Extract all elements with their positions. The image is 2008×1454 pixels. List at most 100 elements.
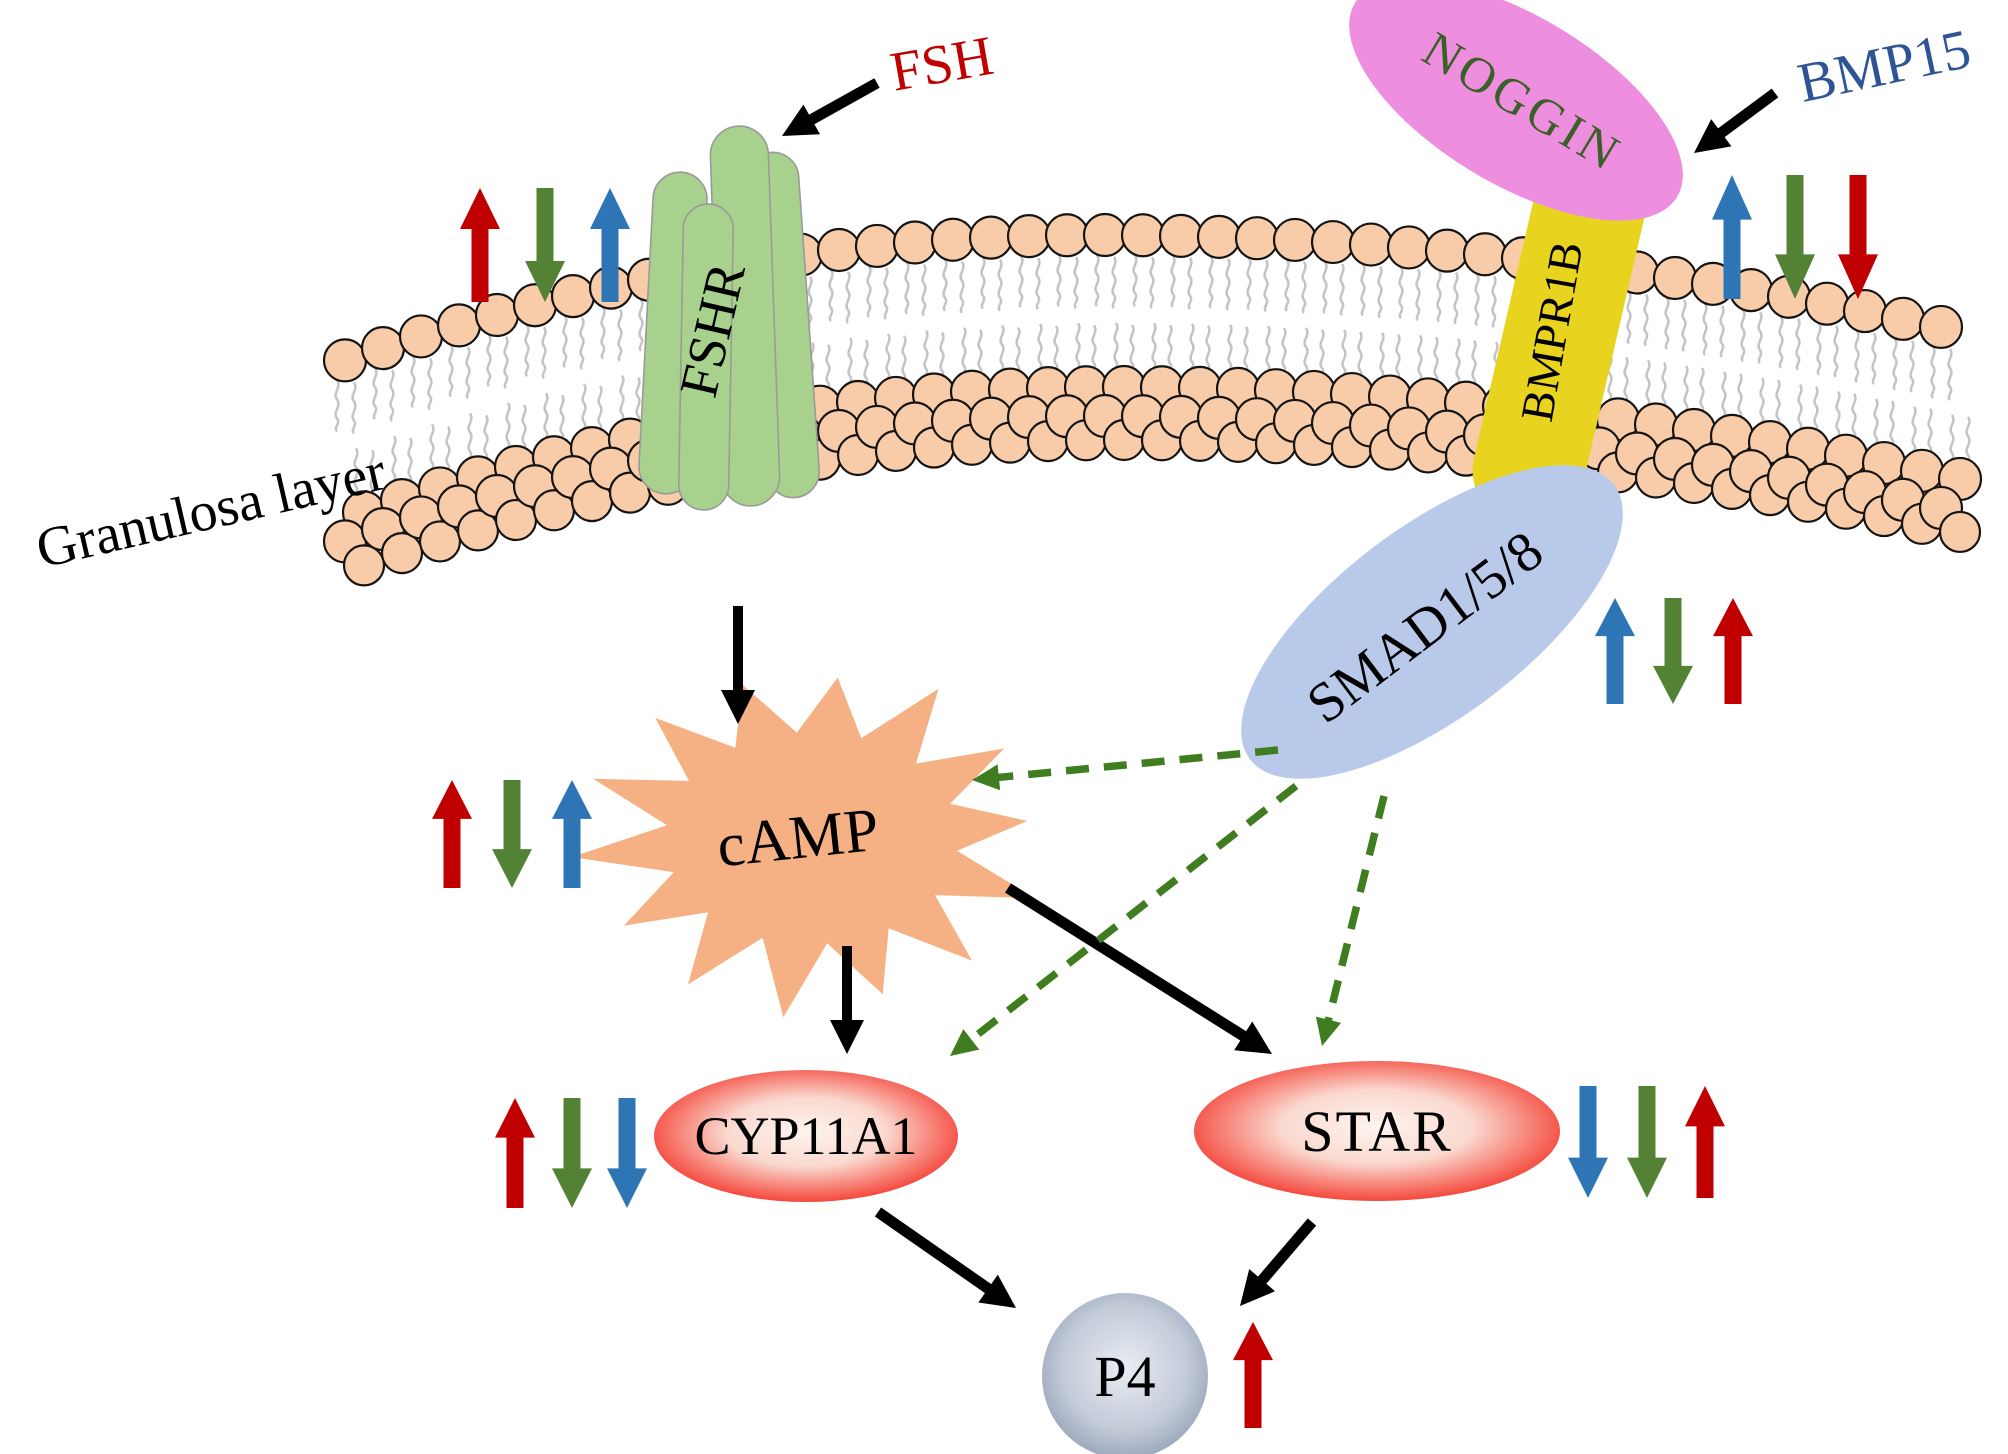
smad-ellipse	[1241, 465, 1623, 779]
lipid-tail	[1909, 340, 1915, 393]
star-label: STAR	[1301, 1099, 1453, 1164]
lipid-head	[892, 220, 938, 265]
lipid-tail	[866, 265, 872, 318]
lipid-head	[360, 325, 406, 371]
p4-label: P4	[1094, 1344, 1155, 1409]
lipid-tail	[1339, 263, 1345, 316]
lipid-tail	[1035, 257, 1041, 310]
lipid-tail	[1436, 269, 1442, 323]
fshr-subunit	[677, 203, 735, 511]
regulation-arrows	[432, 175, 1878, 1428]
cyp11a1-ellipse	[654, 1070, 958, 1202]
regulation-arrows-camp	[432, 780, 592, 888]
lipid-tail	[1322, 261, 1328, 314]
lipid-head	[816, 227, 862, 273]
regulation-arrow-blue-up	[552, 780, 592, 888]
lipid-tail	[1871, 332, 1877, 385]
lipid-tail	[1854, 330, 1860, 383]
lipid-tail	[617, 308, 623, 362]
lipid-head	[322, 338, 368, 383]
lipid-head	[854, 223, 900, 269]
regulation-arrow-red-up	[432, 780, 472, 888]
p4-circle	[1042, 1293, 1208, 1454]
regulation-arrows-smad	[1595, 598, 1753, 704]
regulation-arrow-green-down	[525, 188, 565, 302]
regulation-arrow-red-down	[1838, 175, 1878, 299]
dashed-arrow-smad-to-cyp11a1	[950, 783, 1299, 1056]
lipid-tail	[1778, 315, 1784, 369]
regulation-arrow-green-down	[552, 1098, 592, 1208]
lipid-head	[1652, 255, 1698, 301]
lipid-tail	[351, 381, 357, 435]
fsh-ligand-label: FSH	[886, 25, 998, 104]
lipid-tail	[410, 355, 416, 409]
regulation-arrows-bmpr1b	[1712, 175, 1878, 299]
p4-node: P4	[1042, 1293, 1208, 1454]
lipid-tail	[1453, 271, 1459, 325]
lipid-head	[1842, 288, 1888, 334]
lipid-tail	[997, 258, 1003, 312]
regulation-arrow-blue-down	[1568, 1086, 1608, 1198]
regulation-arrows-star	[1568, 1086, 1725, 1198]
lipid-tail	[389, 369, 395, 422]
lipid-head	[930, 217, 976, 262]
regulation-arrow-green-down	[1653, 598, 1693, 704]
lipid-tail	[807, 275, 813, 329]
lipid-head	[1082, 212, 1128, 258]
lipid-tail	[1284, 259, 1290, 312]
regulation-arrows-cyp11a1	[495, 1098, 647, 1208]
lipid-head	[418, 520, 462, 563]
lipid-tail	[942, 259, 948, 312]
lipid-tail	[1892, 338, 1898, 391]
lipid-tail	[1398, 266, 1404, 320]
lipid-head	[1424, 228, 1470, 273]
lipid-tail	[1377, 265, 1383, 319]
lipid-tail	[1073, 256, 1079, 310]
lipid-head	[436, 303, 482, 348]
regulation-arrow-blue-up	[590, 188, 630, 302]
lipid-head	[1196, 214, 1242, 259]
lipid-head	[1918, 304, 1964, 350]
camp-starburst	[571, 677, 1036, 1018]
lipid-tail	[959, 261, 965, 314]
lipid-tail	[1225, 258, 1231, 311]
lipid-tail	[562, 315, 568, 368]
lipid-tail	[1111, 256, 1117, 309]
lipid-head	[1462, 232, 1508, 277]
lipid-tail	[1740, 309, 1746, 362]
lipid-tail	[1795, 317, 1801, 371]
dashed-arrow-smad-to-camp	[972, 746, 1279, 791]
lipid-tail	[921, 263, 927, 317]
bmpr1b-body	[1472, 133, 1650, 527]
regulation-arrow-blue-up	[1595, 598, 1635, 704]
noggin-ellipse	[1349, 0, 1683, 221]
lipid-tail	[503, 336, 509, 389]
lipid-head	[1880, 296, 1926, 341]
lipid-head	[1348, 222, 1394, 267]
lipid-tail	[486, 334, 492, 387]
lipid-head	[968, 215, 1014, 260]
lipid-tail	[1360, 263, 1366, 317]
regulation-arrow-green-down	[1627, 1086, 1667, 1198]
arrow-fsh-to-fshr	[782, 78, 880, 136]
lipid-tail	[465, 346, 471, 400]
lipid-tail	[1056, 254, 1062, 308]
bmp15-ligand-label: BMP15	[1793, 18, 1976, 115]
arrow-fshr-to-camp	[721, 606, 755, 724]
lipid-head	[1938, 510, 1982, 554]
lipid-tail	[845, 271, 851, 324]
lipid-tail	[828, 269, 834, 322]
lipid-head	[550, 274, 596, 319]
lipid-tail	[1474, 273, 1480, 327]
lipid-tail	[883, 267, 889, 320]
lipid-tail	[448, 344, 454, 398]
lipid-head	[1234, 216, 1280, 261]
regulation-arrow-red-up	[1233, 1322, 1273, 1428]
lipid-tail	[904, 261, 910, 315]
lipid-tail	[1170, 255, 1176, 308]
lipid-tail	[1816, 322, 1822, 376]
lipid-head	[1158, 213, 1204, 258]
arrow-bmp15-to-bmpr1b	[1694, 88, 1779, 153]
lipid-tail	[1301, 261, 1307, 314]
lipid-head	[398, 314, 444, 359]
